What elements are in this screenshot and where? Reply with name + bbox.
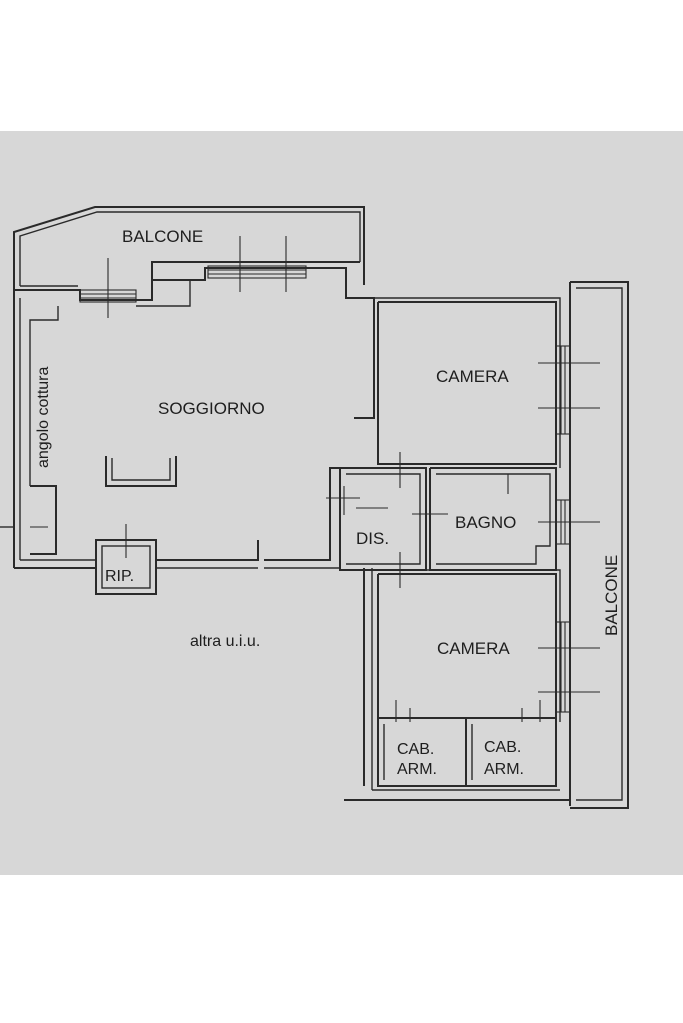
label-cab-arm-2-line1: CAB. [484,739,521,756]
label-soggiorno: SOGGIORNO [158,399,265,418]
label-camera-2: CAMERA [437,639,510,658]
window-top-center [207,236,307,292]
label-cab-arm-1-line1: CAB. [397,741,434,758]
kitchen-counter [105,456,177,487]
ripostiglio-walls [95,524,157,595]
label-cab-arm-2-line2: ARM. [484,761,524,778]
label-angolo-cottura: angolo cottura [35,366,52,468]
label-balcone-top: BALCONE [122,227,203,246]
balcony-top-outline [13,206,365,301]
wardrobe-walls [344,717,570,801]
camera-1-walls [374,297,561,468]
apartment-right-wall [363,282,571,806]
balcony-right-outline [570,281,629,809]
label-dis: DIS. [356,529,389,548]
window-top-left [79,258,137,318]
label-altra-uiu: altra u.i.u. [190,633,260,650]
label-camera-1: CAMERA [436,367,509,386]
label-rip: RIP. [105,568,134,585]
soggiorno-walls [0,262,375,569]
label-bagno: BAGNO [455,513,516,532]
label-balcone-right: BALCONE [602,555,621,636]
label-cab-arm-1-line2: ARM. [397,761,437,778]
disimpegno-walls [326,452,427,588]
